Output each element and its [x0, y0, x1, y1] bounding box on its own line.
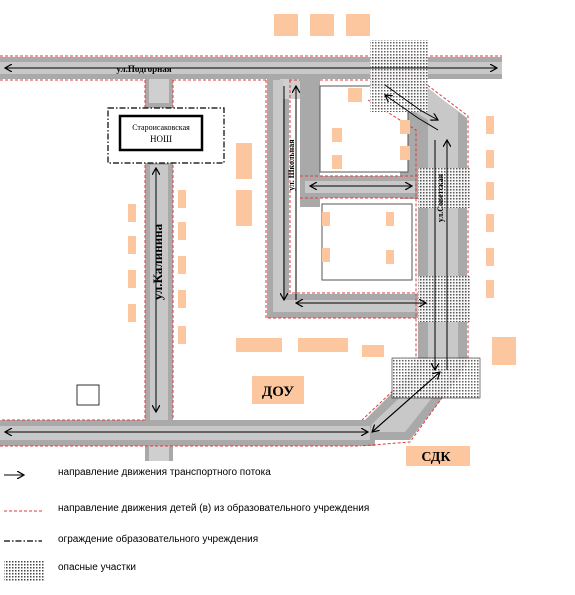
legend-danger-label: опасные участки [58, 562, 136, 573]
danger-zone-sovetskaya-upper [418, 168, 470, 208]
street-label-shkolnaya: ул. Школьная [287, 139, 296, 191]
danger-zone-corner [391, 357, 481, 399]
school-name-line2: НОШ [150, 134, 172, 144]
dou-building [252, 376, 304, 404]
sdk-building [406, 446, 470, 466]
traffic-arrows [5, 68, 497, 432]
school-building [118, 114, 204, 152]
legend-children-label: направление движения детей (в) из образо… [58, 503, 370, 514]
block-lower [321, 203, 413, 281]
danger-zone-podgornaya [370, 40, 428, 112]
sdk-label: СДК [421, 450, 451, 465]
legend-symbols [4, 475, 44, 582]
legend-fence-label: ограждение образовательного учреждения [58, 534, 259, 545]
street-label-kalinina: ул.Калинина [150, 223, 165, 300]
school-name-line1: Староисаковская [132, 123, 190, 132]
dou-label: ДОУ [262, 384, 294, 400]
legend-danger-swatch [4, 560, 44, 582]
street-label-podgornaya: ул.Подгорная [116, 64, 171, 74]
street-label-sovetskaya: ул.Советская [436, 173, 445, 222]
legend-traffic-label: направление движения транспортного поток… [58, 467, 271, 478]
small-building [76, 384, 100, 406]
buildings [128, 14, 516, 466]
danger-zone-sovetskaya-lower [418, 276, 470, 322]
